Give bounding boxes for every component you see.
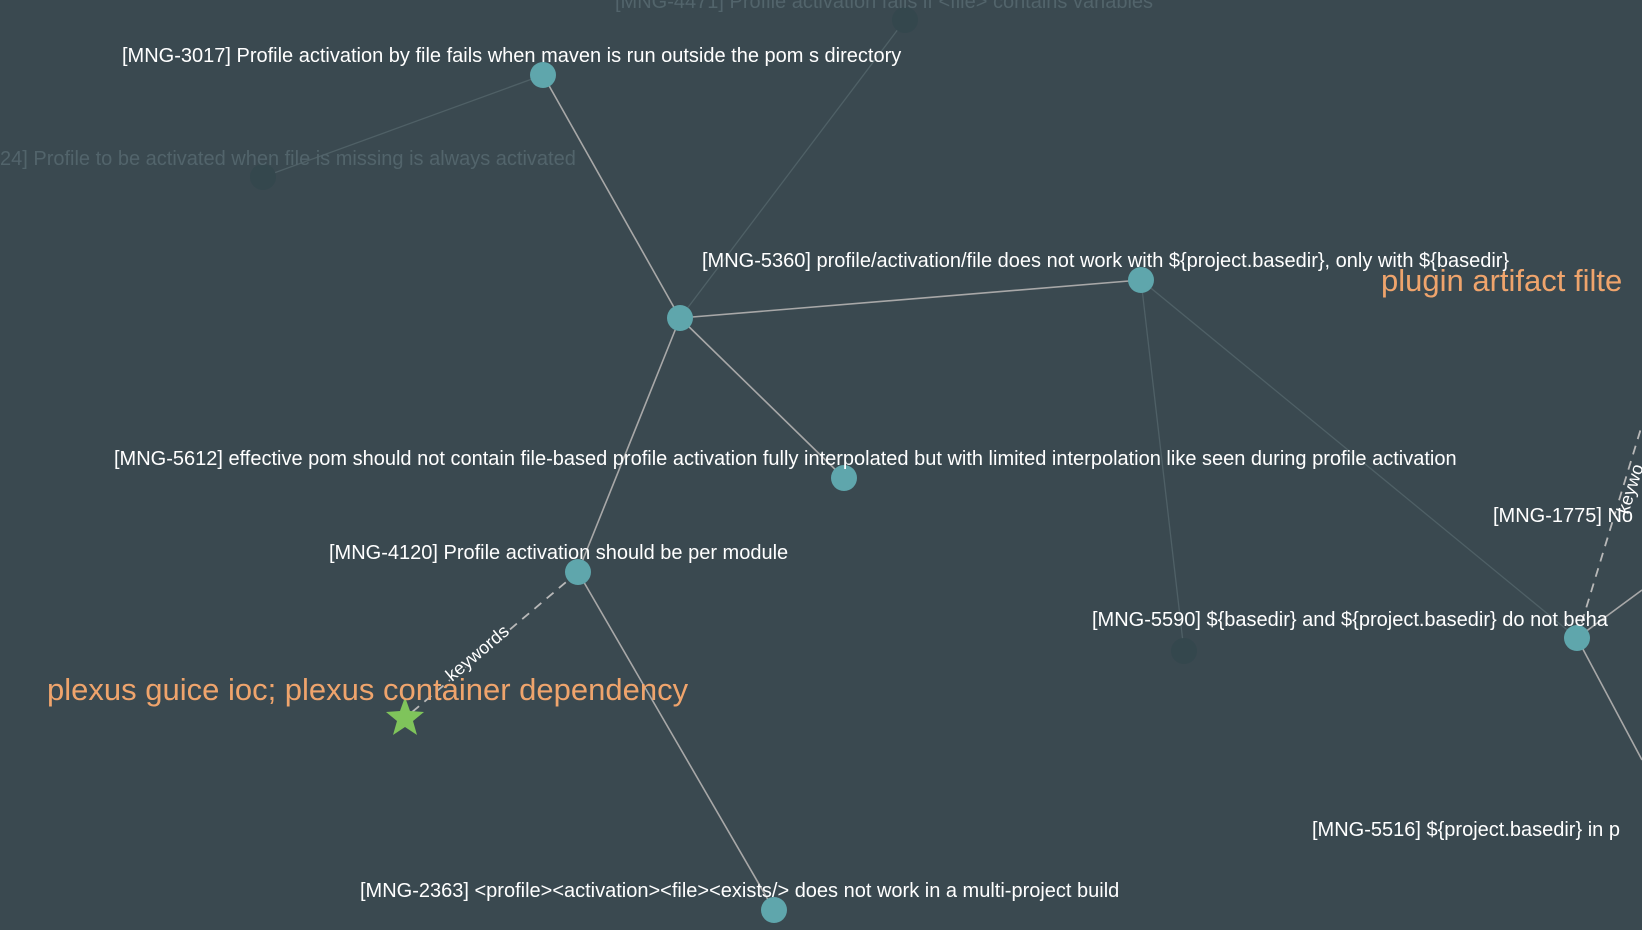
edge-3017-hub xyxy=(542,74,681,319)
label-plugin-artifact: plugin artifact filte xyxy=(1381,263,1622,298)
edge-4120-2363 xyxy=(577,571,775,911)
label-mng-4120: [MNG-4120] Profile activation should be … xyxy=(329,542,788,564)
node-mng-x24[interactable] xyxy=(250,164,276,190)
keyword-star-icon[interactable] xyxy=(386,697,424,735)
edge-5360-5590 xyxy=(1140,279,1185,652)
edge-right-out xyxy=(1576,589,1642,639)
nodes xyxy=(250,7,1590,923)
node-mng-4120[interactable] xyxy=(565,559,591,585)
edge-5360-right xyxy=(1140,279,1578,639)
edge-x24-3017 xyxy=(262,74,544,178)
label-mng-5516: [MNG-5516] ${project.basedir} in p xyxy=(1312,819,1620,841)
edge-hub-4120 xyxy=(577,317,681,573)
node-labels: [MNG-4471] Profile activation fails if <… xyxy=(0,0,1633,902)
edge-keywords-right xyxy=(1576,424,1642,639)
edge-4471-hub xyxy=(679,19,906,319)
edge-hub-5612 xyxy=(679,317,845,479)
edge-keywords-plexus xyxy=(404,571,579,719)
node-mng-5590[interactable] xyxy=(1171,638,1197,664)
edge-right-down xyxy=(1576,637,1642,761)
edge-hub-5360 xyxy=(679,279,1142,319)
label-mng-5590: [MNG-5590] ${basedir} and ${project.base… xyxy=(1092,609,1609,631)
edges xyxy=(262,19,1642,911)
label-plexus-keywords: plexus guice ioc; plexus container depen… xyxy=(47,672,689,707)
node-right-hub[interactable] xyxy=(1564,625,1590,651)
node-mng-4471[interactable] xyxy=(892,7,918,33)
label-mng-5612: [MNG-5612] effective pom should not cont… xyxy=(114,448,1457,470)
label-mng-2363: [MNG-2363] <profile><activation><file><e… xyxy=(360,880,1119,902)
label-mng-4471: [MNG-4471] Profile activation fails if <… xyxy=(615,0,1153,13)
label-mng-5360: [MNG-5360] profile/activation/file does … xyxy=(702,250,1509,272)
node-mng-5612[interactable] xyxy=(831,465,857,491)
label-mng-1775: [MNG-1775] No xyxy=(1493,505,1633,527)
node-mng-2363[interactable] xyxy=(761,897,787,923)
node-mng-5360[interactable] xyxy=(1128,267,1154,293)
label-mng-x24: 24] Profile to be activated when file is… xyxy=(0,148,576,170)
label-mng-3017: [MNG-3017] Profile activation by file fa… xyxy=(122,45,901,67)
node-mng-3017[interactable] xyxy=(530,62,556,88)
node-hub[interactable] xyxy=(667,305,693,331)
